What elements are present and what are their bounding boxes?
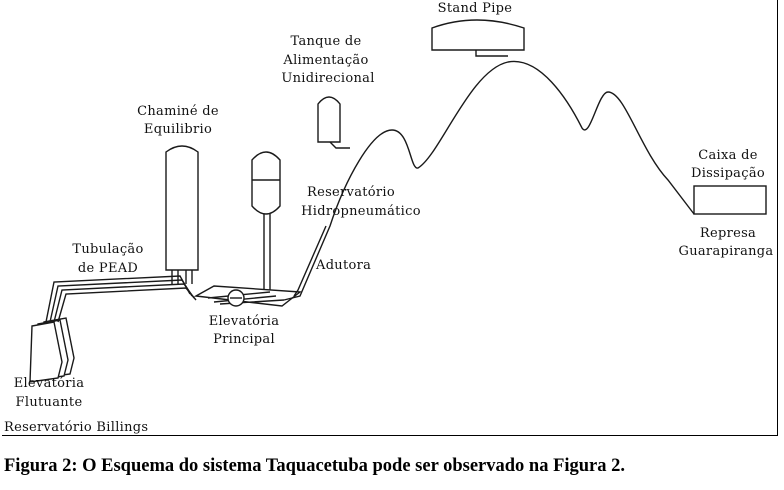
hydropneumatic-reservoir-shape [251,151,281,290]
hydropneumatic-label-line1: Reservatório [306,185,395,200]
feed-tank-label-line1: Tanque de [290,34,362,49]
figure-frame [2,0,778,436]
stand-pipe-shape [431,19,525,57]
surge-chimney-shape [165,145,199,284]
floating-pump-station-shape [29,317,75,383]
dissipation-box-label-line1: Caixa de [698,148,758,163]
represa-label-line2: Guarapiranga [678,244,774,259]
surge-chimney-label-line1: Chaminé de [137,104,219,119]
billings-reservoir-label: Reservatório Billings [4,420,149,435]
dissipation-box-label-line2: Dissipação [690,166,765,181]
figure-caption: Figura 2: O Esquema do sistema Taquacetu… [4,456,626,476]
system-schematic [29,19,767,383]
hydropneumatic-label-line2: Hidropneumático [301,204,421,219]
feed-tank-shape [317,96,350,149]
pead-pipe-label-line1: Tubulação [72,242,144,257]
pead-pipe-label-line2: de PEAD [77,261,139,276]
main-pump-label-line2: Principal [213,332,275,347]
floating-pump-label-line2: Flutuante [15,395,83,410]
pead-pipes-shape [45,275,197,323]
represa-label-line1: Represa [699,226,757,241]
adutora-pipeline-shape [283,60,695,301]
main-pump-label-line1: Elevatória [208,314,280,329]
main-pump-station-shape [193,285,302,307]
surge-chimney-label-line2: Equilibrio [143,122,213,137]
feed-tank-label-line3: Unidirecional [281,71,375,86]
feed-tank-label-line2: Alimentação [283,53,369,68]
adutora-label: Adutora [316,258,372,273]
stand-pipe-label: Stand Pipe [437,1,513,16]
dissipation-box-shape [693,185,767,215]
floating-pump-label-line1: Elevatória [13,376,85,391]
